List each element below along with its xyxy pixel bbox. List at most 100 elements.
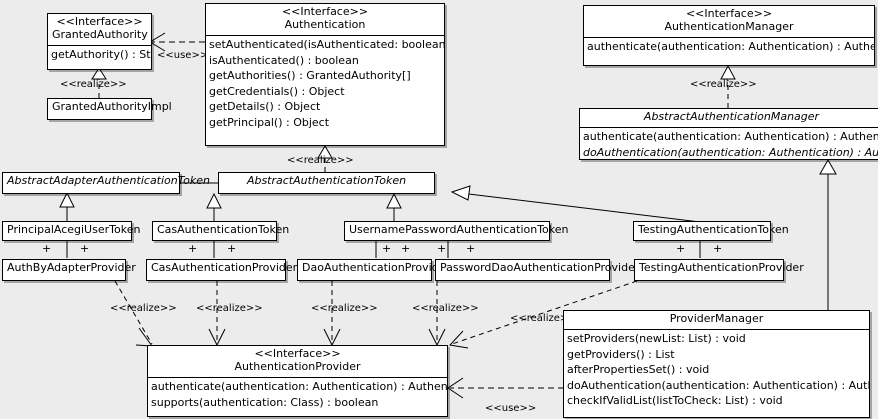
edge-label-realize-password-dao-provider: <<realize>> [412,303,479,314]
edge-label-realize-abstract-authentication-manager: <<realize>> [690,79,757,90]
stereotype-label: <<Interface>> [685,7,773,20]
class-header: PrincipalAcegiUserToken [3,222,141,240]
class-testing-authentication-token[interactable]: TestingAuthenticationToken [633,221,789,241]
multiplicity-plus: + [676,242,686,255]
class-granted-authority-impl[interactable]: GrantedAuthorityImpl [47,98,172,120]
operations-compartment: setAuthenticated(isAuthenticated: boolea… [206,36,444,132]
class-abstract-authentication-manager[interactable]: AbstractAuthenticationManager authentica… [579,108,878,160]
operations-compartment: authenticate(authentication: Authenticat… [148,378,447,411]
operation-row: doAuthentication(authentication: Authent… [567,378,869,392]
operation-row: getProviders() : List [567,347,675,361]
class-name-label: DaoAuthenticationProvider [302,261,450,274]
class-header: AbstractAdapterAuthenticationToken [3,173,210,191]
multiplicity-plus: + [227,242,237,255]
class-header: AuthByAdapterProvider [3,260,136,278]
class-cas-authentication-token[interactable]: CasAuthenticationToken [152,221,290,241]
class-header: UsernamePasswordAuthenticationToken [345,222,569,240]
class-name-label: PrincipalAcegiUserToken [7,223,141,236]
class-abstract-authentication-token[interactable]: AbstractAuthenticationToken [218,172,435,194]
class-name-label: UsernamePasswordAuthenticationToken [349,223,569,236]
operation-row: setAuthenticated(isAuthenticated: boolea… [209,37,444,51]
operations-compartment: authenticate(authentication: Authenticat… [580,128,878,161]
operation-row: checkIfValidList(listToCheck: List) : vo… [567,394,783,408]
multiplicity-plus: + [713,242,723,255]
class-header: GrantedAuthorityImpl [48,99,172,117]
operation-row: setProviders(newList: List) : void [567,331,746,345]
operations-compartment: authenticate(authentication: Authenticat… [584,38,874,56]
class-header: <<Interface>> AuthenticationManager [584,6,874,38]
edge-label-use-granted-authority: <<use>> [157,50,209,61]
class-header: DaoAuthenticationProvider [298,260,450,278]
operation-row: getPrincipal() : Object [209,115,330,129]
class-password-dao-authentication-provider[interactable]: PasswordDaoAuthenticationProvider [435,259,640,281]
operation-row: isAuthenticated() : boolean [209,53,359,67]
class-name-label: TestingAuthenticationProvider [639,261,804,274]
operation-row: afterPropertiesSet() : void [567,363,710,377]
class-name-label: AbstractAdapterAuthenticationToken [7,174,210,187]
stereotype-label: <<Interface>> [254,347,341,360]
class-abstract-adapter-authentication-token[interactable]: AbstractAdapterAuthenticationToken [2,172,210,194]
class-header: <<Interface>> GrantedAuthority [48,14,151,46]
multiplicity-plus: + [401,242,411,255]
operations-compartment: setProviders(newList: List) : void getPr… [564,330,869,410]
multiplicity-plus: + [188,242,198,255]
class-granted-authority[interactable]: <<Interface>> GrantedAuthority getAuthor… [47,13,152,70]
operation-row: getCredentials() : Object [209,84,345,98]
class-name-label: GrantedAuthority [52,27,148,41]
edge-label-realize-cas-provider: <<realize>> [196,303,263,314]
multiplicity-plus: + [80,242,90,255]
class-name-label: PasswordDaoAuthenticationProvider [440,261,640,274]
multiplicity-plus: + [466,242,476,255]
class-name-label: AuthenticationManager [664,19,794,33]
class-name-label: TestingAuthenticationToken [638,223,789,236]
class-auth-by-adapter-provider[interactable]: AuthByAdapterProvider [2,259,136,281]
class-header: TestingAuthenticationProvider [635,260,804,278]
operations-compartment: getAuthority() : String [48,46,151,64]
class-name-label: AbstractAuthenticationManager [643,110,820,123]
operation-row: getAuthority() : String [51,47,151,61]
stereotype-label: <<Interface>> [56,15,143,28]
operation-row: getDetails() : Object [209,100,321,114]
class-name-label: GrantedAuthorityImpl [52,100,172,113]
edge-label-use-provider-manager: <<use>> [485,403,537,414]
class-name-label: AuthByAdapterProvider [7,261,136,274]
class-name-label: CasAuthenticationToken [157,223,290,236]
class-authentication[interactable]: <<Interface>> Authentication setAuthenti… [205,3,445,146]
edge-label-realize-auth-by-adapter: <<realize>> [110,303,177,314]
edge-label-realize-abstract-authentication-token: <<realize>> [287,155,354,166]
class-name-label: CasAuthenticationProvider [151,261,298,274]
class-principal-acegi-user-token[interactable]: PrincipalAcegiUserToken [2,221,141,241]
multiplicity-plus: + [382,242,392,255]
operation-row: doAuthentication(authentication: Authent… [583,145,878,159]
class-header: TestingAuthenticationToken [634,222,789,240]
class-header: CasAuthenticationToken [153,222,290,240]
class-header: AbstractAuthenticationManager [580,109,878,128]
operation-row: getAuthorities() : GrantedAuthority[] [209,69,411,83]
class-cas-authentication-provider[interactable]: CasAuthenticationProvider [146,259,298,281]
class-name-label: AbstractAuthenticationToken [246,174,407,187]
class-header: <<Interface>> AuthenticationProvider [148,346,447,378]
class-header: AbstractAuthenticationToken [219,173,434,191]
class-name-label: AuthenticationProvider [234,359,361,373]
stereotype-label: <<Interface>> [281,5,369,18]
operation-row: supports(authentication: Class) : boolea… [151,395,379,409]
class-header: ProviderManager [564,311,869,330]
class-name-label: ProviderManager [669,312,764,325]
class-provider-manager[interactable]: ProviderManager setProviders(newList: Li… [563,310,870,418]
operation-row: authenticate(authentication: Authenticat… [587,39,874,53]
class-username-password-authentication-token[interactable]: UsernamePasswordAuthenticationToken [344,221,569,241]
class-authentication-manager[interactable]: <<Interface>> AuthenticationManager auth… [583,5,875,66]
class-dao-authentication-provider[interactable]: DaoAuthenticationProvider [297,259,450,281]
edge-label-realize-dao-provider: <<realize>> [311,303,378,314]
class-testing-authentication-provider[interactable]: TestingAuthenticationProvider [634,259,804,281]
multiplicity-plus: + [42,242,52,255]
class-header: PasswordDaoAuthenticationProvider [436,260,640,278]
class-header: CasAuthenticationProvider [147,260,298,278]
edge-label-realize-granted-authority-impl: <<realize>> [60,79,127,90]
multiplicity-plus: + [437,242,447,255]
class-authentication-provider[interactable]: <<Interface>> AuthenticationProvider aut… [147,345,448,417]
class-name-label: Authentication [284,17,366,31]
operation-row: authenticate(authentication: Authenticat… [583,129,878,143]
operation-row: authenticate(authentication: Authenticat… [151,379,447,393]
